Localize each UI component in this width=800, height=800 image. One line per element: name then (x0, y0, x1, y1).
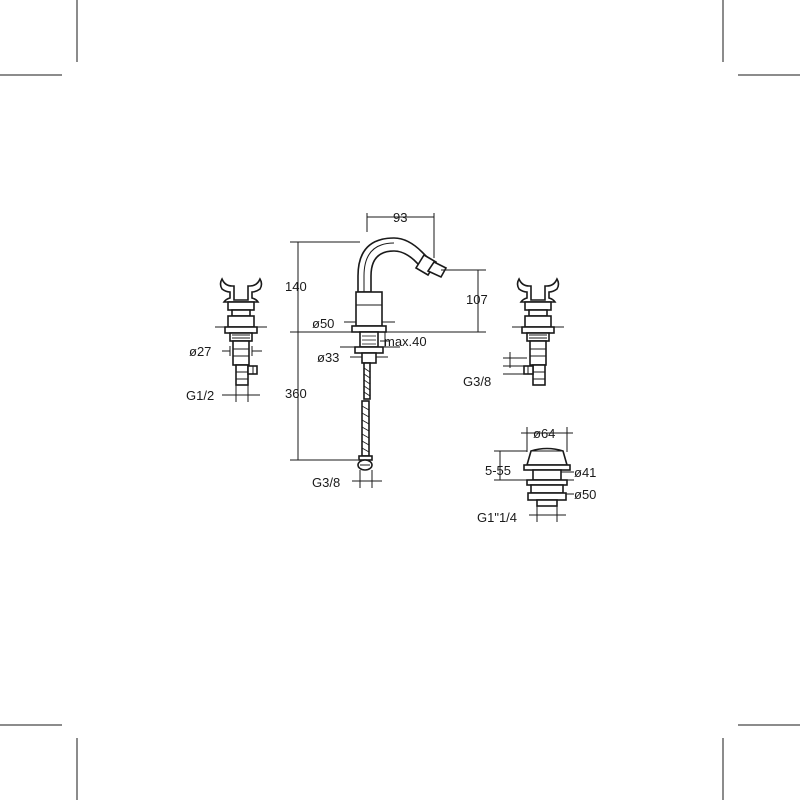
hose-length-label: 360 (285, 386, 307, 401)
waste-adjust-label: 5-55 (485, 463, 511, 478)
hose-thread-label: G3/8 (312, 475, 340, 490)
waste-drain: ø64 5-55 ø41 ø50 G1"1/4 (477, 426, 596, 525)
right-valve: G3/8 (463, 277, 564, 389)
waste-cap-diameter-label: ø64 (533, 426, 555, 441)
waste-body-diameter-label: ø50 (574, 487, 596, 502)
outlet-height-label: 107 (466, 292, 488, 307)
left-valve-thread-label: G1/2 (186, 388, 214, 403)
shank-diameter-label: ø33 (317, 350, 339, 365)
right-valve-thread-label: G3/8 (463, 374, 491, 389)
central-mixer: 93 140 107 ø50 max.40 ø33 360 G3/8 (285, 210, 488, 490)
left-valve-diameter-label: ø27 (189, 344, 211, 359)
left-valve: ø27 G1/2 (186, 277, 267, 403)
waste-thread-label: G1"1/4 (477, 510, 517, 525)
overall-height-label: 140 (285, 279, 307, 294)
body-diameter-label: ø50 (312, 316, 334, 331)
spout-reach-label: 93 (393, 210, 407, 225)
waste-inner-diameter-label: ø41 (574, 465, 596, 480)
deck-thickness-label: max.40 (384, 334, 427, 349)
